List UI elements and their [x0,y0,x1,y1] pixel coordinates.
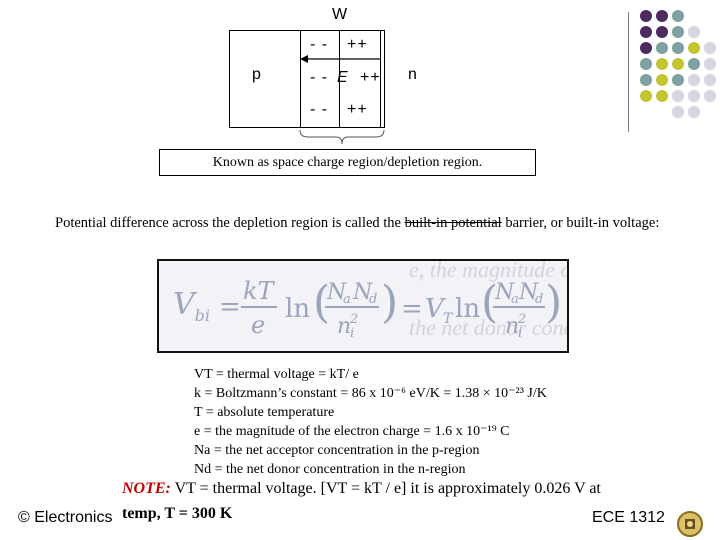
svg-text:i: i [350,326,354,341]
formula-ghost-text: the net donor concentration [409,315,567,340]
svg-text:kT: kT [243,277,276,305]
potential-text-end: barrier, or built-in voltage: [501,215,660,231]
definition-item: VT = thermal voltage = kT/ e [194,367,359,382]
note-tag: NOTE: [122,480,171,497]
brace [299,129,385,145]
positive-charges: ++ [360,69,381,86]
built-in-potential-term: built-in potential [404,215,502,231]
definition-item: e = the magnitude of the electron charge… [194,424,510,439]
svg-text:): ) [545,277,559,328]
definition-item: Na = the net acceptor concentration in t… [194,443,480,458]
depletion-left-edge [300,30,301,127]
p-region-label: p [252,66,261,83]
formula-lhs: Vbi [173,287,211,325]
positive-charges: ++ [347,101,368,118]
svg-text:T: T [443,311,454,327]
metallurgical-junction [339,30,340,127]
negative-charges: - - [310,36,329,53]
note-text: VT = thermal voltage. [VT = kT / e] it i… [170,480,601,497]
svg-text:2: 2 [517,312,526,327]
width-label: W [332,6,348,23]
university-logo [677,511,703,537]
definitions-list: VT = thermal voltage = kT/ e k = Boltzma… [194,365,547,479]
definition-item: Nd = the net donor concentration in the … [194,462,466,477]
svg-text:n: n [505,314,519,339]
footer-course-label: © Electronics [18,509,113,526]
built-in-voltage-formula: e, the magnitude of the electric the net… [157,259,569,353]
decor-dot-grid [640,10,720,120]
potential-text-start: Potential difference across the depletio… [55,215,405,231]
svg-text:(: ( [313,277,330,328]
electric-field-arrow [300,55,380,63]
svg-text:d: d [535,292,543,307]
svg-text:): ) [381,277,398,328]
depletion-caption: Known as space charge region/depletion r… [159,149,536,176]
svg-text:N: N [326,280,347,305]
svg-text:(: ( [481,277,498,328]
svg-text:i: i [518,326,522,341]
svg-text:N: N [352,280,373,305]
note-line: NOTE: VT = thermal voltage. [VT = kT / e… [122,480,601,498]
depletion-right-edge [380,30,381,127]
n-region-label: n [408,66,417,83]
svg-text:V: V [425,294,446,324]
svg-text:N: N [494,280,515,305]
svg-text:e: e [251,311,265,339]
negative-charges: - - [310,101,329,118]
junction-box [229,30,385,128]
positive-charges: ++ [347,36,368,53]
decor-divider [628,12,629,132]
note-line-2: temp, T = 300 K [122,505,233,522]
svg-text:a: a [511,292,519,307]
svg-text:N: N [518,280,539,305]
svg-text:2: 2 [349,312,358,327]
svg-text:a: a [343,292,351,307]
svg-text:n: n [337,314,351,339]
footer-course-code: ECE 1312 [592,509,665,526]
svg-text:d: d [369,292,377,307]
svg-text:=: = [401,294,423,324]
electric-field-label: E [337,69,348,86]
definition-item: k = Boltzmann’s constant = 86 x 10⁻⁶ eV/… [194,386,547,401]
svg-text:=: = [219,292,241,322]
definition-item: T = absolute temperature [194,405,335,420]
svg-text:ln: ln [455,294,480,324]
formula-ghost-text: e, the magnitude of the electric [409,259,567,282]
negative-charges: - - [310,69,329,86]
svg-text:ln: ln [285,294,310,324]
potential-description: Potential difference across the depletio… [55,214,710,232]
